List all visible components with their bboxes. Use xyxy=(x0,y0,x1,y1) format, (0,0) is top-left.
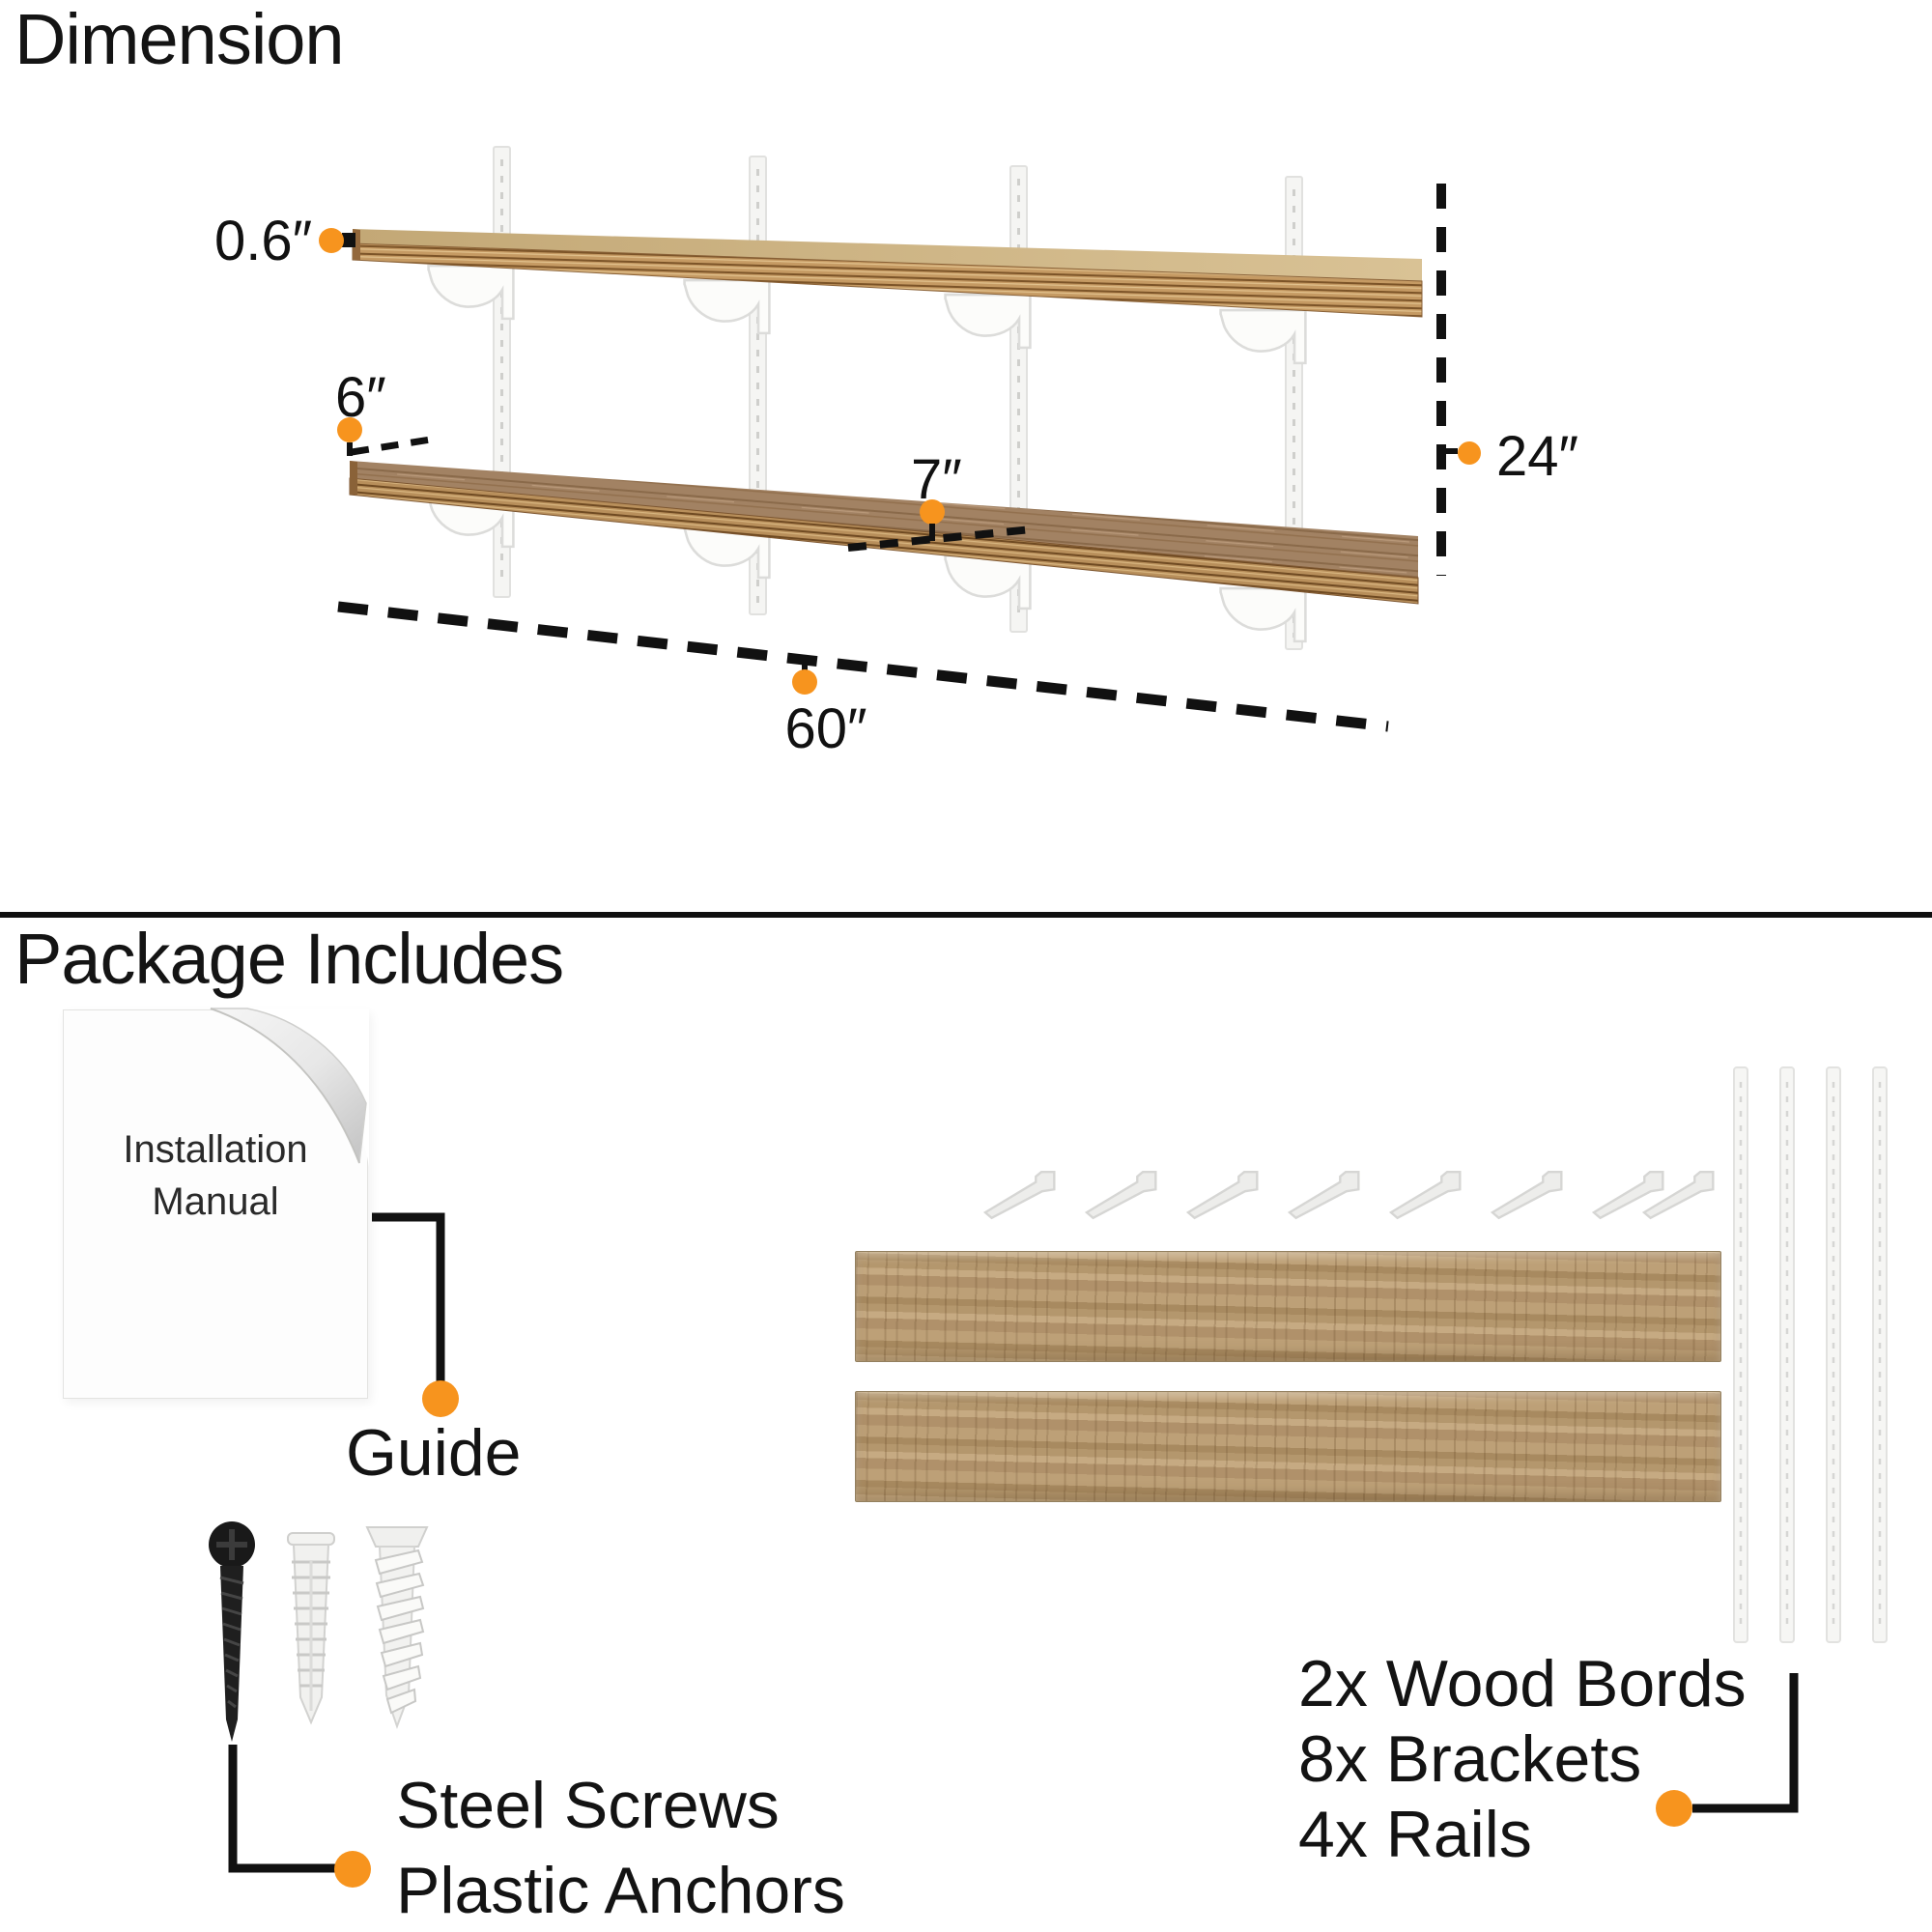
depth-dot xyxy=(337,417,362,442)
width-annotation xyxy=(337,601,1389,732)
self-drilling-anchor-icon xyxy=(365,1526,429,1729)
depth-label: 6″ xyxy=(335,366,386,429)
rail-icon xyxy=(1779,1066,1795,1643)
bracket-icon xyxy=(1288,1170,1360,1220)
thickness-dot xyxy=(319,228,344,253)
dimension-section-title: Dimension xyxy=(14,0,345,79)
height-label: 24″ xyxy=(1496,425,1579,488)
bracket-icon xyxy=(1389,1170,1462,1220)
fasteners-connector xyxy=(228,1745,371,1888)
manual-title-line1: Installation xyxy=(123,1128,308,1171)
wood-board-image xyxy=(855,1251,1721,1362)
rail-icon xyxy=(1733,1066,1748,1643)
guide-connector xyxy=(372,1212,459,1417)
manual-title: Installation Manual xyxy=(63,1123,368,1228)
bracket-icon xyxy=(1491,1170,1563,1220)
steel-screw-icon xyxy=(209,1521,255,1742)
package-contents-list: 2x Wood Bords 8x Brackets 4x Rails xyxy=(1298,1646,1747,1872)
rails-group xyxy=(1733,1066,1888,1643)
thickness-label: 0.6″ xyxy=(214,210,313,272)
brackets-row xyxy=(983,1170,1715,1220)
contents-item-wood-boards: 2x Wood Bords xyxy=(1298,1647,1747,1720)
bracket-icon xyxy=(1085,1170,1157,1220)
guide-label: Guide xyxy=(346,1416,522,1490)
steel-screws-label: Steel Screws xyxy=(396,1769,780,1842)
bracket-offset-dot xyxy=(920,499,945,525)
plastic-anchor-icon xyxy=(287,1532,335,1725)
wood-board-image xyxy=(855,1391,1721,1502)
plastic-anchors-label: Plastic Anchors xyxy=(396,1854,845,1927)
rail-icon xyxy=(1872,1066,1888,1643)
package-section-title: Package Includes xyxy=(14,919,564,999)
fasteners-dot xyxy=(334,1851,371,1888)
height-annotation xyxy=(1436,184,1481,576)
contents-item-rails: 4x Rails xyxy=(1298,1798,1532,1871)
width-dot xyxy=(792,669,817,695)
depth-annotation xyxy=(337,417,438,456)
section-divider xyxy=(0,912,1932,918)
bracket-icon xyxy=(1186,1170,1259,1220)
height-dot xyxy=(1458,441,1481,465)
bracket-icon xyxy=(983,1170,1056,1220)
fasteners-group xyxy=(209,1521,429,1742)
manual-title-line2: Manual xyxy=(152,1180,279,1223)
bracket-offset-label: 7″ xyxy=(911,448,962,511)
rails-dot xyxy=(1656,1790,1692,1827)
package-hardware-group xyxy=(983,1066,1888,1827)
rails-connector xyxy=(1656,1673,1799,1827)
shelf-dimension-diagram xyxy=(319,146,1481,732)
width-label: 60″ xyxy=(784,697,867,760)
contents-item-brackets: 8x Brackets xyxy=(1298,1722,1642,1796)
page-curl-icon xyxy=(210,1008,369,1167)
rail-icon xyxy=(1826,1066,1841,1643)
bracket-offset-annotation xyxy=(847,499,1033,552)
thickness-annotation xyxy=(319,228,355,253)
guide-dot xyxy=(422,1380,459,1417)
